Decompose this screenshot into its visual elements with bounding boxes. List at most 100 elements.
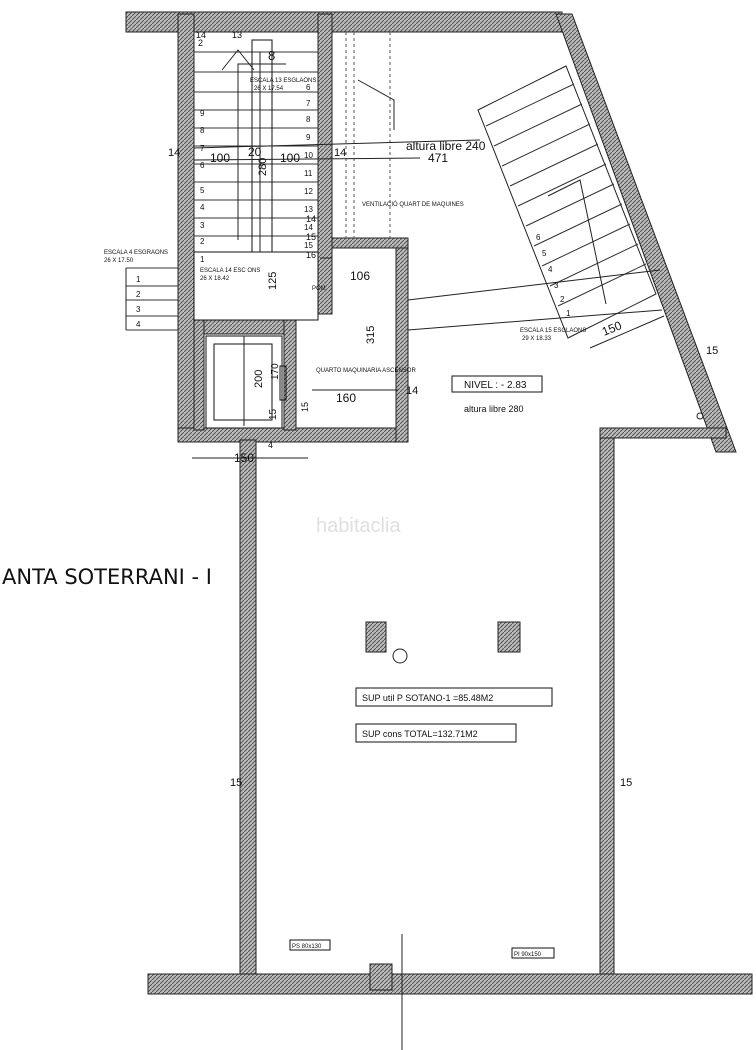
dim-14e: 14 xyxy=(306,214,316,224)
svg-text:8: 8 xyxy=(306,115,311,124)
dim-14d: 14 xyxy=(196,30,206,40)
escala13-label: ESCALA 13 ESGLAONS xyxy=(250,78,316,84)
dim-200: 200 xyxy=(253,370,265,388)
elevator-wall xyxy=(193,319,297,335)
svg-text:7: 7 xyxy=(200,144,205,153)
dim-15c: 15 xyxy=(706,345,718,357)
escala13-dim: 26 X 17.54 xyxy=(254,86,284,92)
elevator-inner xyxy=(213,343,273,421)
dim-13: 13 xyxy=(232,30,242,40)
steps-left-labels: 9 8 7 6 5 4 3 2 1 xyxy=(200,109,205,264)
dim-100b: 100 xyxy=(280,151,300,165)
steps-right-labels: 6 7 8 9 10 11 12 13 14 15 xyxy=(304,83,313,250)
pom-label: POM xyxy=(312,286,326,292)
elevator-rail xyxy=(279,365,287,401)
svg-text:4: 4 xyxy=(200,203,205,212)
dim-150a: 150 xyxy=(234,451,254,465)
main-right-top-wall xyxy=(599,427,727,439)
dim-170: 170 xyxy=(270,363,281,380)
dim-471: 471 xyxy=(428,151,448,165)
dim-20: 20 xyxy=(248,145,262,159)
svg-text:1: 1 xyxy=(136,275,141,284)
main-right-wall xyxy=(599,427,615,981)
pf-left-label: PS 80x130 xyxy=(292,944,322,950)
dim-150b: 150 xyxy=(600,318,624,339)
dim-15e: 15 xyxy=(620,777,632,789)
svg-text:2: 2 xyxy=(560,295,565,304)
dim-280: 280 xyxy=(257,158,269,176)
dim-125: 125 xyxy=(267,272,279,290)
nivel-box xyxy=(451,375,543,393)
svg-text:3: 3 xyxy=(136,305,141,314)
steps-diagonal-labels: 6 5 4 3 2 1 xyxy=(536,233,571,318)
svg-text:6: 6 xyxy=(536,233,541,242)
sup-util-label: SUP util P SOTANO-1 =85.48M2 xyxy=(362,693,493,703)
svg-text:9: 9 xyxy=(200,109,205,118)
svg-text:3: 3 xyxy=(200,221,205,230)
svg-text:4: 4 xyxy=(136,320,141,329)
column-right xyxy=(497,621,521,653)
escala4-dim: 26 X 17.50 xyxy=(104,258,134,264)
sup-util-box xyxy=(355,687,553,707)
escala14-label: ESCALA 14 ESC ONS xyxy=(200,268,260,274)
dim-8: 8 xyxy=(268,48,275,63)
machine-room-right-wall xyxy=(395,237,409,443)
svg-text:3: 3 xyxy=(554,281,559,290)
dim-14a: 14 xyxy=(168,147,180,159)
stair-diagonal xyxy=(477,65,657,339)
svg-text:8: 8 xyxy=(200,126,205,135)
stair-4-steps xyxy=(125,267,178,331)
main-left-wall xyxy=(239,439,257,981)
svg-text:2: 2 xyxy=(136,290,141,299)
dim-100a: 100 xyxy=(210,151,230,165)
lower-landing xyxy=(193,251,319,321)
plan-title: ANTA SOTERRANI - I xyxy=(2,565,212,589)
svg-text:15: 15 xyxy=(304,241,313,250)
watermark: habitaclia xyxy=(316,515,401,537)
dim-315: 315 xyxy=(365,326,377,344)
svg-text:1: 1 xyxy=(200,255,205,264)
dim-15d: 15 xyxy=(230,777,242,789)
dim-4: 4 xyxy=(268,440,273,450)
dim-15b: 15 xyxy=(300,402,310,412)
sup-cons-box xyxy=(355,723,517,743)
svg-text:5: 5 xyxy=(542,249,547,258)
escala15-label: ESCALA 15 ESGLAONS xyxy=(520,328,586,334)
ventilacio-label: VENTILACIÓ QUART DE MAQUINES xyxy=(362,201,464,208)
sup-cons-label: SUP cons TOTAL=132.71M2 xyxy=(362,729,478,739)
svg-text:14: 14 xyxy=(304,223,313,232)
svg-text:6: 6 xyxy=(306,83,311,92)
diagonal-right-wall xyxy=(555,13,737,453)
svg-text:4: 4 xyxy=(548,265,553,274)
stair-core-right-wall xyxy=(317,13,333,315)
stair-core-left-wall xyxy=(177,13,195,443)
dim-15a: 15 xyxy=(268,408,279,420)
svg-text:7: 7 xyxy=(306,99,311,108)
column-bottom xyxy=(369,963,393,991)
main-bottom-wall xyxy=(147,973,753,995)
nivel-label: NIVEL : - 2.83 xyxy=(464,380,527,391)
column-left xyxy=(365,621,387,653)
altura-libre-main: altura libre 280 xyxy=(464,404,524,414)
stair-left-flight xyxy=(194,39,318,253)
svg-text:5: 5 xyxy=(200,186,205,195)
svg-text:6: 6 xyxy=(200,161,205,170)
escala15-dim: 29 X 18.33 xyxy=(522,336,552,342)
dim-14b: 14 xyxy=(334,147,346,159)
svg-text:10: 10 xyxy=(304,151,313,160)
quarto-label: QUARTO MAQUINARIA ASCENSOR xyxy=(316,368,416,374)
svg-text:1: 1 xyxy=(566,309,571,318)
elevator-wall-left xyxy=(193,319,205,431)
dim-2: 2 xyxy=(198,38,203,48)
dim-15f: 15 xyxy=(306,232,316,242)
altura-libre-top: altura libre 240 xyxy=(406,139,486,153)
escala4-label: ESCALA 4 ESGRAONS xyxy=(104,250,168,256)
svg-text:12: 12 xyxy=(304,187,313,196)
dim-106: 106 xyxy=(350,269,370,283)
escala14-dim: 26 X 18.42 xyxy=(200,276,230,282)
machine-room-top-wall xyxy=(331,237,409,249)
dim-160: 160 xyxy=(336,391,356,405)
dim-14c: 14 xyxy=(406,385,418,397)
svg-text:11: 11 xyxy=(304,169,313,178)
